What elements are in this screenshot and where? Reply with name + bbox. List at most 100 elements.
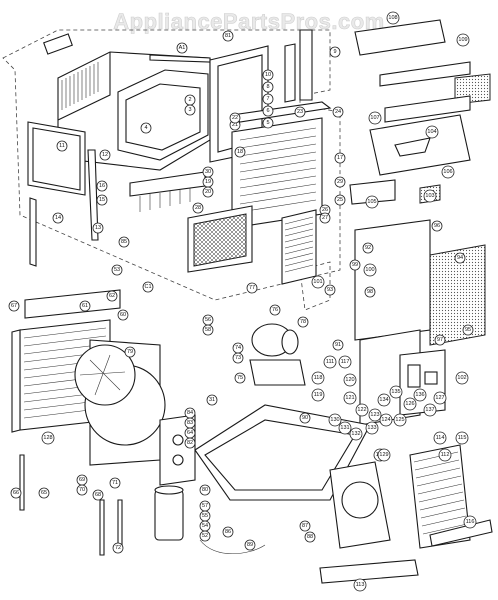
callout-marker: [299, 412, 311, 424]
callout-label: 93: [327, 287, 333, 293]
callout-marker: [389, 385, 403, 399]
callout-label: 99: [352, 262, 358, 268]
callout-label: 67: [11, 303, 17, 309]
callout-label: 3: [188, 107, 191, 113]
callout-90: 90: [299, 412, 311, 424]
callout-79: 79: [124, 346, 136, 358]
callout-103: 103: [423, 189, 437, 203]
callout-27: 27: [319, 212, 331, 224]
callout-label: 98: [367, 289, 373, 295]
callout-80: 80: [199, 484, 211, 496]
callout-label: 82: [187, 440, 193, 446]
callout-label: 122: [357, 407, 366, 413]
callout-label: 96: [434, 223, 440, 229]
callout-115: 115: [455, 431, 469, 445]
callout-64: 64: [184, 427, 196, 439]
callout-marker: [454, 252, 466, 264]
callout-label: 11: [59, 143, 65, 149]
callout-marker: [455, 431, 469, 445]
callout-marker: [199, 530, 211, 542]
callout-marker: [433, 391, 447, 405]
callout-label: 55: [202, 513, 208, 519]
callout-label: 108: [388, 15, 397, 21]
callout-95: 95: [462, 324, 474, 336]
callout-label: 115: [458, 435, 467, 441]
callout-66: 66: [10, 487, 22, 499]
callout-29: 29: [334, 176, 346, 188]
callout-116: 116: [463, 515, 477, 529]
callout-84: 84: [184, 407, 196, 419]
callout-marker: [463, 515, 477, 529]
callout-marker: [109, 477, 121, 489]
callout-56: 56: [202, 314, 214, 326]
callout-marker: [328, 413, 342, 427]
callout-5: 5: [262, 117, 274, 129]
callout-82: 82: [184, 437, 196, 449]
callout-label: 111: [326, 359, 334, 365]
callout-17: 17: [334, 152, 346, 164]
callout-marker: [329, 46, 341, 58]
callout-55: 55: [199, 510, 211, 522]
callout-label: 126: [405, 401, 414, 407]
callout-88: 88: [304, 531, 316, 543]
callout-100: 100: [363, 263, 377, 277]
callout-label: 119: [314, 392, 323, 398]
callout-marker: [433, 431, 447, 445]
condenser-fan-shroud: [74, 339, 166, 466]
callout-112: 112: [438, 448, 452, 462]
callout-104: 104: [425, 125, 439, 139]
callout-131: 131: [338, 421, 352, 435]
callout-marker: [262, 117, 274, 129]
callout-label: 20: [205, 189, 211, 195]
callout-label: 77: [249, 285, 255, 291]
callout-label: 24: [335, 109, 341, 115]
callout-label: 68: [95, 492, 101, 498]
callout-marker: [112, 542, 124, 554]
callout-marker: [311, 275, 325, 289]
callout-114: 114: [433, 431, 447, 445]
callout-label: 116: [466, 519, 475, 525]
callout-70: 70: [76, 484, 88, 496]
callout-label: 53: [114, 267, 120, 273]
callout-label: 113: [356, 582, 365, 588]
callout-label: 17: [337, 155, 343, 161]
callout-marker: [206, 394, 218, 406]
callout-label: 114: [436, 435, 445, 441]
callout-marker: [304, 531, 316, 543]
callout-marker: [199, 484, 211, 496]
callout-label: 130: [330, 417, 339, 423]
callout-108: 108: [386, 11, 400, 25]
callout-14: 14: [52, 212, 64, 224]
callout-label: 117: [341, 359, 350, 365]
callout-a1: A1: [176, 42, 188, 54]
cabinet-shell: [57, 51, 211, 171]
callout-label: 88: [307, 534, 313, 540]
callout-72: 72: [112, 542, 124, 554]
callout-marker: [455, 371, 469, 385]
callout-134: 134: [377, 393, 391, 407]
callout-20: 20: [202, 186, 214, 198]
callout-marker: [192, 202, 204, 214]
callout-label: 14: [55, 215, 61, 221]
callout-label: 124: [381, 417, 390, 423]
callout-marker: [184, 437, 196, 449]
callout-6: 6: [262, 105, 274, 117]
callout-label: 92: [365, 245, 371, 251]
callout-label: 26: [322, 207, 328, 213]
callout-127: 127: [433, 391, 447, 405]
callout-marker: [364, 286, 376, 298]
callout-label: 91: [335, 342, 341, 348]
callout-label: 94: [457, 255, 463, 261]
callout-label: 127: [435, 395, 444, 401]
callout-marker: [96, 194, 108, 206]
callout-62: 62: [106, 290, 118, 302]
fan-motor: [249, 323, 306, 386]
callout-marker: [269, 304, 281, 316]
callout-marker: [99, 149, 111, 161]
callout-label: 4: [144, 125, 147, 131]
callout-marker: [338, 355, 352, 369]
callout-label: 95: [465, 327, 471, 333]
callout-marker: [462, 324, 474, 336]
callout-136: 136: [413, 388, 427, 402]
callout-119: 119: [311, 388, 325, 402]
